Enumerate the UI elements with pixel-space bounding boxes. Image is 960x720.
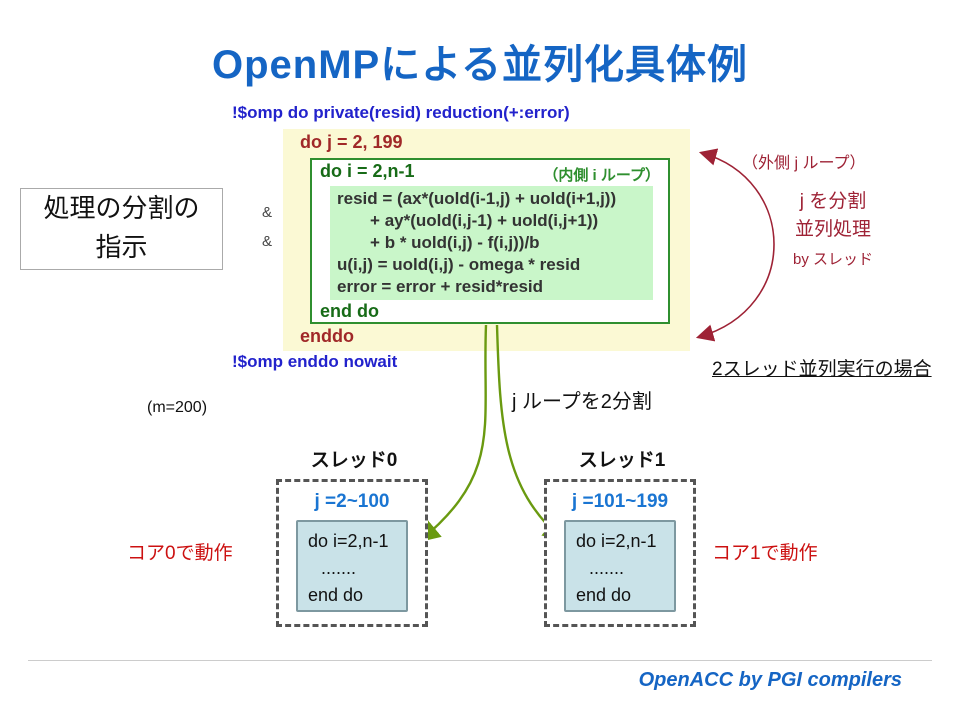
thread0-code-box: do i=2,n-1 ....... end do (296, 520, 408, 612)
thread1-j-range: j =101~199 (571, 491, 669, 512)
outer-loop-annotation: （外側 j ループ） (742, 155, 866, 172)
core1-label: コア1で動作 (712, 543, 818, 564)
inner-loop-start: do i = 2,n-1 (320, 161, 415, 181)
two-thread-case-label: 2スレッド並列実行の場合 (712, 359, 932, 380)
loop-body-highlight: resid = (ax*(uold(i-1,j) + uold(i+1,j)) … (330, 186, 653, 300)
ampersand-2: & (262, 233, 273, 250)
instruction-note-box: 処理の分割の 指示 (20, 188, 223, 270)
core0-label: コア0で動作 (127, 543, 233, 564)
split-arrow-left (418, 324, 488, 543)
footer-credit: OpenACC by PGI compilers (638, 669, 902, 691)
thread0-j-range: j =2~100 (314, 491, 390, 512)
continuation-marks: & & (262, 198, 272, 256)
thread1-title: スレッド1 (578, 450, 666, 471)
inner-loop-code-box: do i = 2,n-1 （内側 i ループ） resid = (ax*(uol… (310, 158, 670, 324)
outer-loop-start: do j = 2, 199 (300, 132, 403, 152)
footer-divider (28, 660, 932, 661)
thread1-code-line: end do (576, 585, 632, 605)
inner-loop-label: （内側 i ループ） (543, 167, 660, 184)
thread1-code-line: ....... (589, 558, 625, 578)
note-line-2: 指示 (95, 232, 148, 262)
note-line-1: 処理の分割の (43, 193, 200, 223)
outer-loop-end: enddo (300, 326, 354, 346)
split-annotation-line-3: by スレッド (792, 251, 873, 268)
split-annotation: j を分割 並列処理 by スレッド (758, 188, 908, 274)
m-size-label: (m=200) (147, 399, 208, 416)
split-annotation-line-2: 並列処理 (794, 219, 871, 240)
code-line: + ay*(uold(i,j-1) + uold(i,j+1)) (337, 211, 599, 230)
code-line: + b * uold(i,j) - f(i,j))/b (337, 233, 540, 252)
inner-loop-header: do i = 2,n-1 （内側 i ループ） (312, 160, 668, 185)
j-loop-split-label: j ループを2分割 (512, 391, 652, 413)
code-line: resid = (ax*(uold(i-1,j) + uold(i+1,j)) (337, 189, 617, 208)
omp-directive-top: !$omp do private(resid) reduction(+:erro… (232, 103, 570, 122)
thread1-box: j =101~199 do i=2,n-1 ....... end do (544, 479, 696, 627)
ampersand-1: & (262, 204, 273, 221)
omp-directive-bottom: !$omp enddo nowait (232, 352, 398, 371)
thread0-code-line: do i=2,n-1 (308, 531, 389, 551)
thread1-code-box: do i=2,n-1 ....... end do (564, 520, 676, 612)
page-title: OpenMPによる並列化具体例 (211, 43, 749, 87)
thread0-box: j =2~100 do i=2,n-1 ....... end do (276, 479, 428, 627)
outer-loop-code-box: do j = 2, 199 do i = 2,n-1 （内側 i ループ） re… (283, 129, 690, 351)
code-line: u(i,j) = uold(i,j) - omega * resid (337, 255, 581, 274)
thread0-code-line: end do (308, 585, 364, 605)
code-line: error = error + resid*resid (337, 277, 544, 296)
thread0-code-line: ....... (321, 558, 357, 578)
thread1-code-line: do i=2,n-1 (576, 531, 657, 551)
thread0-title: スレッド0 (310, 450, 398, 471)
split-annotation-line-1: j を分割 (799, 191, 867, 212)
inner-loop-end: end do (320, 301, 379, 321)
